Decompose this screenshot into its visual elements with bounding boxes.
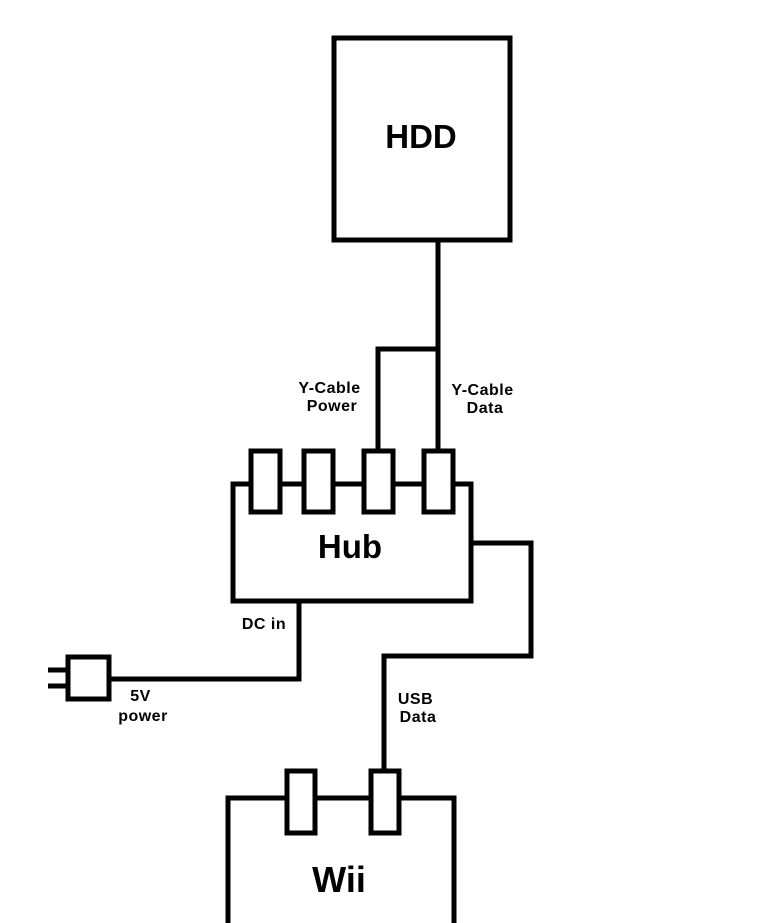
usb-data-label: USB Data [398, 691, 438, 726]
y-cable-power-branch [375, 346, 438, 452]
hub-device: Hub [230, 448, 474, 604]
hdd-box [331, 35, 513, 243]
wii-box [225, 795, 457, 923]
usb-data-label-line2: Data [400, 709, 437, 726]
y-cable [375, 240, 441, 452]
plug-body [65, 654, 112, 702]
y-cable-data-label-line1: Y-Cable [451, 382, 513, 399]
wii-device: Wii [225, 768, 457, 923]
dc-in-label: DC in [242, 616, 286, 633]
power-5v-label: 5V power [118, 688, 168, 725]
power-plug-icon [48, 654, 112, 702]
y-cable-power-label-line2: Power [307, 398, 358, 415]
power-5v-label-line1: 5V [130, 688, 151, 705]
wii-port-2 [368, 768, 402, 836]
power-5v-label-line2: power [118, 708, 168, 725]
hub-port-3 [361, 448, 396, 515]
usb-data-label-line1: USB [398, 691, 433, 708]
y-cable-power-label-line1: Y-Cable [298, 380, 360, 397]
wii-label: Wii [312, 859, 366, 900]
y-cable-data-label: Y-Cable Data [451, 382, 518, 417]
y-cable-data-label-line2: Data [467, 400, 504, 417]
y-cable-power-label: Y-Cable Power [298, 380, 365, 415]
hdd-device: HDD [331, 35, 513, 243]
dc-power-cable [109, 601, 302, 682]
wii-port-1 [284, 768, 318, 836]
usb-data-cable [381, 540, 534, 772]
hub-port-4 [421, 448, 456, 515]
hub-port-1 [248, 448, 283, 515]
hdd-label: HDD [385, 118, 457, 155]
hub-label: Hub [318, 528, 382, 565]
hub-port-2 [301, 448, 336, 515]
